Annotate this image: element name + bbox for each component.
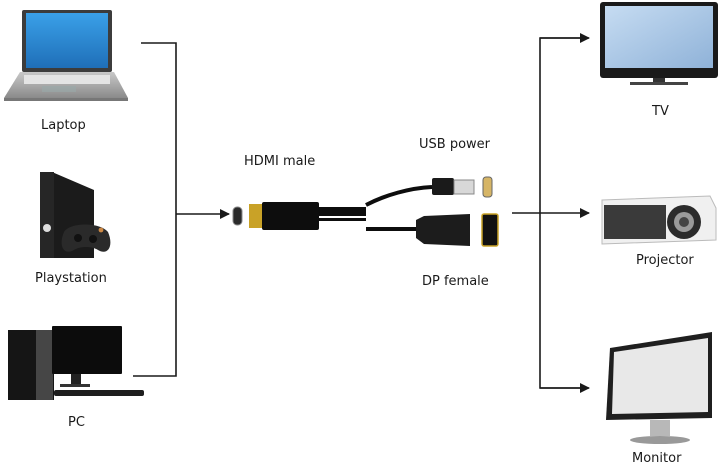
game-console-icon [40,172,111,258]
desktop-pc-icon [8,326,144,400]
output-bracket [512,33,590,393]
tv-icon [600,2,718,85]
output-label-monitor: Monitor [632,451,682,466]
usb-power-label: USB power [419,137,490,152]
source-label-pc: PC [68,415,85,430]
source-label-playstation: Playstation [35,271,107,286]
laptop-icon [4,10,128,101]
output-label-tv: TV [652,104,669,119]
dp-female-label: DP female [422,274,489,289]
hdmi-to-dp-adapter-cable-icon [232,176,499,247]
output-label-projector: Projector [636,253,694,268]
hdmi-male-label: HDMI male [244,154,316,169]
monitor-icon [606,332,712,444]
projector-icon [601,195,717,245]
source-label-laptop: Laptop [41,118,86,133]
input-bracket [133,42,230,377]
